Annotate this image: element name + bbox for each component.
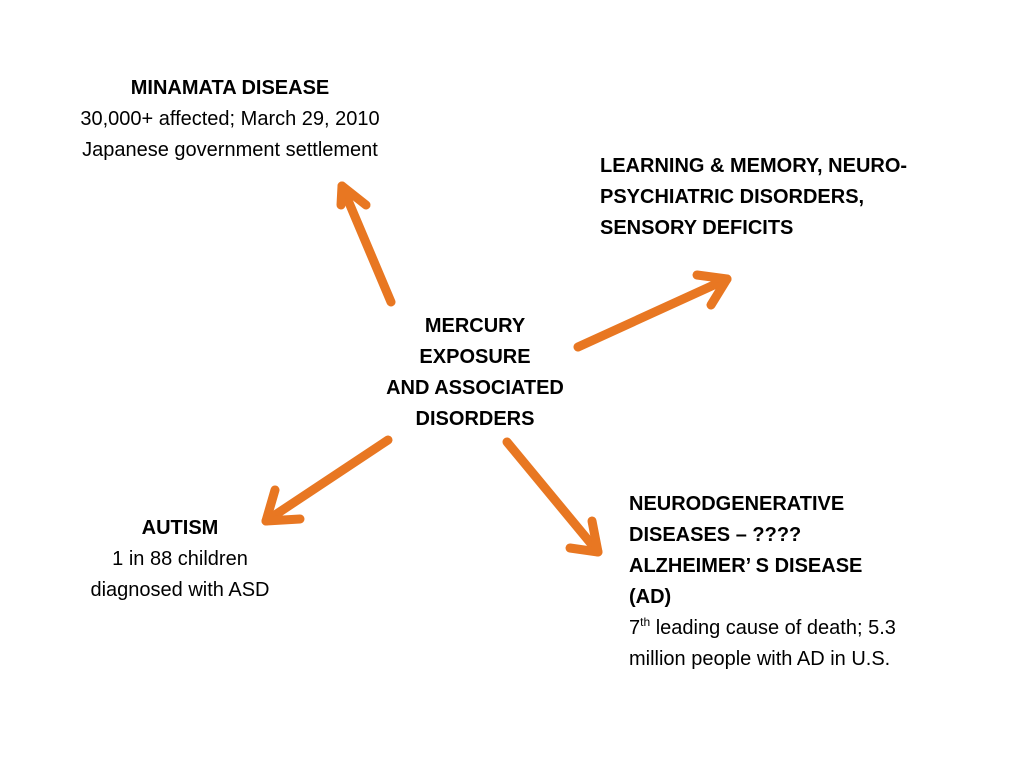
center-line: DISORDERS	[415, 408, 535, 430]
learning-line: SENSORY DEFICITS	[600, 217, 794, 239]
neuro-line: DISEASES – ????	[629, 524, 802, 546]
neuro-ad-count: million people with AD in U.S.	[629, 648, 891, 670]
arrow-to-autism	[261, 435, 393, 526]
arrow-to-learning	[573, 270, 732, 352]
rank-suffix: th	[640, 615, 651, 629]
learning-line: PSYCHIATRIC DISORDERS,	[600, 186, 865, 208]
center-line: EXPOSURE	[419, 346, 531, 368]
neuro-death-rank: 7th leading cause of death; 5.3	[629, 613, 1019, 644]
neurodegenerative-block: NEURODGENERATIVE DISEASES – ???? ALZHEIM…	[629, 489, 1019, 675]
learning-line: LEARNING & MEMORY, NEURO-	[600, 155, 908, 177]
autism-rate: 1 in 88 children	[112, 548, 248, 570]
neuro-line: NEURODGENERATIVE	[629, 493, 845, 515]
rank-rest: leading cause of death; 5.3	[650, 617, 896, 639]
learning-memory-block: LEARNING & MEMORY, NEURO- PSYCHIATRIC DI…	[600, 151, 1010, 244]
center-line: AND ASSOCIATED	[386, 377, 564, 399]
center-line: MERCURY	[424, 315, 526, 337]
minamata-affected: 30,000+ affected; March 29, 2010	[80, 108, 380, 130]
arrow-to-neurodegenerative	[502, 437, 603, 557]
neuro-line: (AD)	[629, 586, 672, 608]
mercury-exposure-center: MERCURY EXPOSURE AND ASSOCIATED DISORDER…	[340, 311, 610, 435]
autism-diagnosis: diagnosed with ASD	[90, 579, 270, 601]
autism-block: AUTISM 1 in 88 children diagnosed with A…	[40, 513, 320, 606]
minamata-settlement: Japanese government settlement	[82, 139, 378, 161]
minamata-disease-block: MINAMATA DISEASE 30,000+ affected; March…	[20, 73, 440, 166]
arrow-to-minamata	[336, 181, 396, 307]
autism-title: AUTISM	[141, 517, 219, 539]
neuro-line: ALZHEIMER’ S DISEASE	[629, 555, 863, 577]
minamata-title: MINAMATA DISEASE	[130, 77, 330, 99]
rank-number: 7	[629, 617, 641, 639]
